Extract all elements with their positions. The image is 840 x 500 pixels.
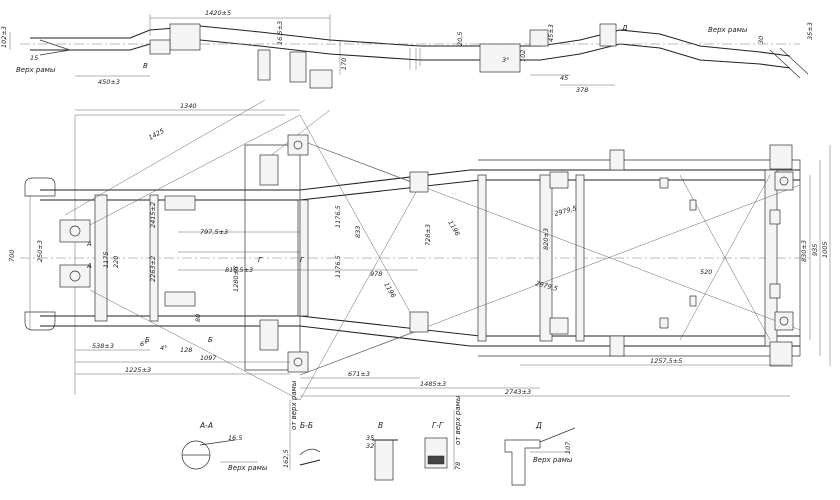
dim-30: 30	[757, 36, 765, 44]
section-d: Д 107 Верх рамы	[504, 421, 576, 486]
section-a-a: А-А 16,5 Верх рамы	[181, 421, 268, 472]
dim-978: 978	[370, 270, 382, 278]
label-view-d: Д	[621, 24, 628, 32]
section-d-label: Верх рамы	[533, 456, 573, 464]
label-section-g-right: Г	[300, 256, 305, 264]
dim-1097: 1097	[200, 354, 217, 362]
section-d-dim: 107	[564, 441, 572, 454]
dim-1196-a: 1196	[446, 219, 461, 237]
dim-797: 797,5±3	[200, 228, 228, 236]
dim-833: 833	[354, 226, 362, 238]
dim-1485: 1485±3	[420, 380, 446, 388]
dim-1175: 1175	[102, 251, 110, 268]
dim-170: 170	[340, 58, 348, 70]
dim-2743: 2743±3	[505, 388, 531, 396]
dim-80: 80	[194, 314, 202, 322]
dim-45: 45±3	[547, 24, 555, 42]
dim-6deg: 6°	[140, 340, 147, 348]
dim-2263: 2263±2	[149, 256, 157, 282]
dim-816: 816,5±3	[225, 266, 253, 274]
dim-250: 250±3	[36, 240, 44, 262]
section-g-g: Г-Г 78 от верх рамы	[424, 395, 462, 470]
dim-16-5: 16.5±3	[276, 21, 284, 45]
section-b-b: Б-Б 162,5 от верх рамы	[282, 380, 321, 470]
section-v-title: В	[378, 421, 383, 430]
dim-378: 378	[576, 86, 588, 94]
label-section-b-right: Б	[208, 336, 213, 344]
dim-1176-b: 1176,5	[334, 255, 342, 278]
section-v-dim-32: 32	[366, 442, 374, 450]
dim-128: 128	[180, 346, 192, 354]
dim-2979-a: 2979,5	[553, 204, 577, 218]
dim-3deg: 3°	[502, 56, 509, 64]
plan-view: 1340 1425 700 250±3 1175 220 797,5±3 816…	[8, 99, 831, 401]
section-d-title: Д	[535, 421, 542, 430]
dim-20-5: 20,5	[456, 32, 464, 46]
section-b-b-label: от верх рамы	[290, 380, 298, 430]
section-a-a-title: А-А	[199, 421, 213, 430]
section-a-a-dim: 16,5	[228, 434, 242, 442]
section-a-a-label: Верх рамы	[228, 464, 268, 472]
section-v: В 35 32	[366, 421, 398, 481]
section-views: А-А 16,5 Верх рамы Б-Б 162,5 от верх рам…	[181, 380, 576, 486]
section-g-g-dim: 78	[454, 462, 462, 470]
dim-15: 15	[30, 54, 38, 62]
dim-820: 820±3	[542, 228, 550, 250]
dim-1176-a: 1176,5	[334, 205, 342, 228]
dim-728: 728±3	[424, 224, 432, 246]
dim-935: 935	[811, 244, 819, 256]
dim-2415: 2415±2	[149, 202, 157, 228]
dim-102b: 102	[519, 50, 527, 62]
section-g-g-title: Г-Г	[432, 421, 444, 430]
dim-1005: 1005	[821, 241, 829, 258]
side-view: 1420±5 102±3 15 450±3 170 16.5±3 20,5 45…	[0, 9, 814, 94]
dim-1280: 1280±3	[232, 266, 240, 292]
dim-520: 520	[700, 268, 712, 276]
dim-538: 538±3	[92, 342, 114, 350]
dim-700: 700	[8, 250, 16, 262]
label-section-a-top: А	[86, 240, 92, 248]
dim-4deg: 4°	[160, 344, 167, 352]
label-section-g-left: Г	[258, 256, 263, 264]
dim-220: 220	[112, 256, 120, 268]
dim-830: 830±3	[800, 240, 808, 262]
dim-45b: 45	[560, 74, 568, 82]
section-b-b-dim: 162,5	[282, 449, 290, 468]
dim-1225: 1225±3	[125, 366, 151, 374]
section-v-dim-35: 35	[366, 434, 374, 442]
section-b-b-title: Б-Б	[300, 421, 313, 430]
label-frame-top-left: Верх рамы	[16, 66, 56, 74]
label-frame-top-right: Верх рамы	[708, 26, 748, 34]
dim-1425: 1425	[147, 127, 165, 142]
dim-1257: 1257,5±5	[650, 357, 682, 365]
dim-1196-b: 1196	[382, 281, 397, 299]
dim-102: 102±3	[0, 26, 8, 48]
dim-35: 35±3	[806, 22, 814, 40]
dim-1340: 1340	[180, 102, 197, 110]
section-g-g-label: от верх рамы	[454, 395, 462, 445]
dim-450: 450±3	[98, 78, 120, 86]
dim-1420: 1420±5	[205, 9, 231, 17]
dim-671: 671±3	[348, 370, 370, 378]
label-view-v: В	[143, 62, 148, 70]
label-section-b-left: Б	[145, 336, 150, 344]
label-section-a-bottom: А	[86, 262, 92, 270]
